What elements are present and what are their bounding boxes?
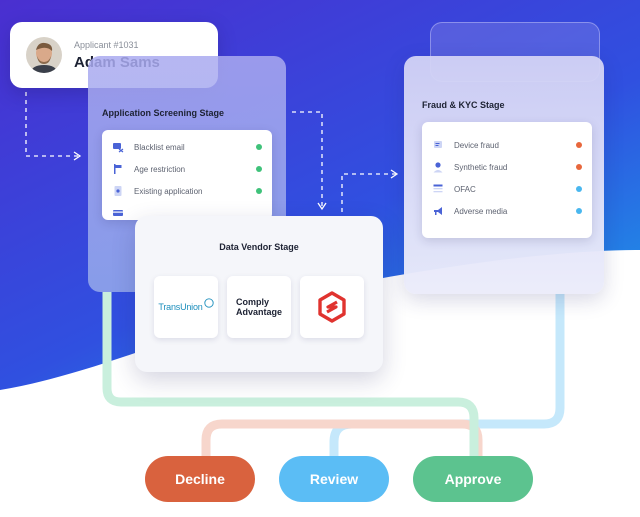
transunion-logo-text: TransUnion	[158, 302, 203, 312]
avatar	[26, 37, 62, 73]
device-icon	[432, 139, 444, 151]
status-dot	[576, 186, 582, 192]
approve-button[interactable]: Approve	[413, 456, 533, 502]
screening-checklist: Blacklist email Age restriction Existing…	[102, 130, 272, 220]
flag-icon	[112, 163, 124, 175]
list-item-label: Age restriction	[134, 164, 186, 174]
credit-card-icon	[112, 207, 124, 219]
list-item[interactable]: Age restriction	[112, 160, 262, 178]
fraud-kyc-stage-card: Fraud & KYC Stage Device fraud Synthetic…	[404, 56, 604, 294]
vendor-transunion[interactable]: TransUnion	[154, 276, 218, 338]
list-item-label: Adverse media	[454, 206, 508, 216]
list-item-label: OFAC	[454, 184, 476, 194]
vendor-complyadvantage[interactable]: Comply Advantage	[227, 276, 291, 338]
person-icon	[432, 161, 444, 173]
list-item[interactable]	[112, 204, 262, 222]
list-item[interactable]: Blacklist email	[112, 138, 262, 156]
status-dot	[576, 208, 582, 214]
list-item[interactable]: Adverse media	[432, 202, 582, 220]
vendor-hex-logo[interactable]	[300, 276, 364, 338]
hexagon-s-logo-icon	[318, 291, 346, 323]
list-item[interactable]: Synthetic fraud	[432, 158, 582, 176]
logo-line: Advantage	[235, 307, 282, 317]
decline-button[interactable]: Decline	[145, 456, 255, 502]
data-vendor-stage-card: Data Vendor Stage TransUnion Comply Adva…	[135, 216, 383, 372]
list-icon	[432, 183, 444, 195]
transunion-badge-icon	[203, 298, 214, 308]
status-dot	[576, 164, 582, 170]
fraud-stage-title: Fraud & KYC Stage	[422, 100, 505, 110]
status-dot	[576, 142, 582, 148]
status-dot	[256, 144, 262, 150]
vendor-stage-title: Data Vendor Stage	[219, 242, 299, 252]
list-item-label: Synthetic fraud	[454, 162, 508, 172]
screening-stage-title: Application Screening Stage	[102, 108, 225, 118]
list-item[interactable]: Device fraud	[432, 136, 582, 154]
list-item-label: Device fraud	[454, 140, 499, 150]
review-button[interactable]: Review	[279, 456, 389, 502]
list-item-label: Blacklist email	[134, 142, 185, 152]
list-item[interactable]: OFAC	[432, 180, 582, 198]
document-check-icon	[112, 185, 124, 197]
megaphone-icon	[432, 205, 444, 217]
list-item-label: Existing application	[134, 186, 203, 196]
applicant-id: Applicant #1031	[74, 39, 139, 50]
complyadvantage-logo-text: Comply Advantage	[236, 297, 282, 317]
logo-line: Comply	[235, 297, 269, 307]
status-dot	[256, 166, 262, 172]
fraud-checklist: Device fraud Synthetic fraud OFAC Advers…	[422, 122, 592, 238]
email-block-icon	[112, 141, 124, 153]
status-dot	[256, 188, 262, 194]
list-item[interactable]: Existing application	[112, 182, 262, 200]
